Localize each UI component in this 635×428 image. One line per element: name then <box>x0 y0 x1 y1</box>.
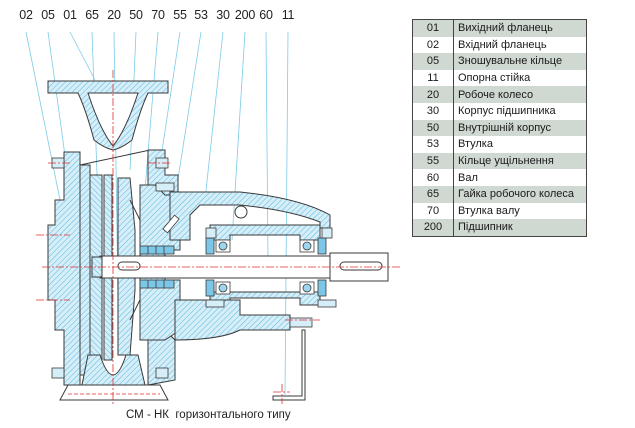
part-code: 01 <box>412 19 454 37</box>
part-name: Корпус підшипника <box>453 102 587 120</box>
leader-11 <box>284 31 289 396</box>
support-stand <box>272 329 306 401</box>
part-code: 55 <box>412 152 454 170</box>
bearings <box>205 237 327 297</box>
part-name: Зношувальне кільце <box>453 53 587 70</box>
callout-label: 60 <box>259 8 273 22</box>
leader-60 <box>265 31 269 261</box>
part-name: Вихідний фланець <box>453 19 587 37</box>
part-code: 02 <box>412 36 454 54</box>
diagram-caption: СМ - НК горизонтального типу <box>126 409 291 421</box>
callout-label: 55 <box>173 8 187 22</box>
part-name: Втулка валу <box>453 202 587 220</box>
callout-label: 200 <box>234 8 256 22</box>
part-code: 70 <box>412 202 454 220</box>
part-name: Внутрішній корпус <box>453 119 587 137</box>
part-code: 05 <box>412 53 454 70</box>
callout-label: 20 <box>107 8 121 22</box>
part-name: Кільце ущільнення <box>453 152 587 170</box>
leader-02 <box>25 31 61 201</box>
part-name: Втулка <box>453 136 587 153</box>
part-code: 65 <box>412 185 454 203</box>
part-code: 53 <box>412 136 454 153</box>
callout-label: 11 <box>281 8 295 22</box>
centerlines <box>36 70 400 405</box>
part-code: 30 <box>412 102 454 120</box>
leader-01 <box>69 31 96 81</box>
outlet-flange <box>47 80 169 151</box>
callout-label: 65 <box>85 8 99 22</box>
callout-label: 05 <box>41 8 55 22</box>
part-code: 11 <box>412 69 454 87</box>
shaft-seal <box>139 214 180 289</box>
callout-label: 50 <box>129 8 143 22</box>
part-code: 20 <box>412 86 454 103</box>
part-name: Підшипник <box>453 219 587 237</box>
part-name: Робоче колесо <box>453 86 587 103</box>
callout-label: 01 <box>63 8 77 22</box>
callout-label: 53 <box>194 8 208 22</box>
part-code: 200 <box>412 219 454 237</box>
part-code: 50 <box>412 119 454 137</box>
leader-30 <box>204 31 224 201</box>
part-name: Вал <box>453 169 587 186</box>
part-name: Вхідний фланець <box>453 36 587 54</box>
callout-label: 02 <box>19 8 33 22</box>
part-name: Опорна стійка <box>453 69 587 87</box>
part-code: 60 <box>412 169 454 186</box>
callout-label: 30 <box>216 8 230 22</box>
part-name: Гайка робочого колеса <box>453 185 587 203</box>
leader-20 <box>113 31 119 301</box>
callout-label: 70 <box>151 8 165 22</box>
